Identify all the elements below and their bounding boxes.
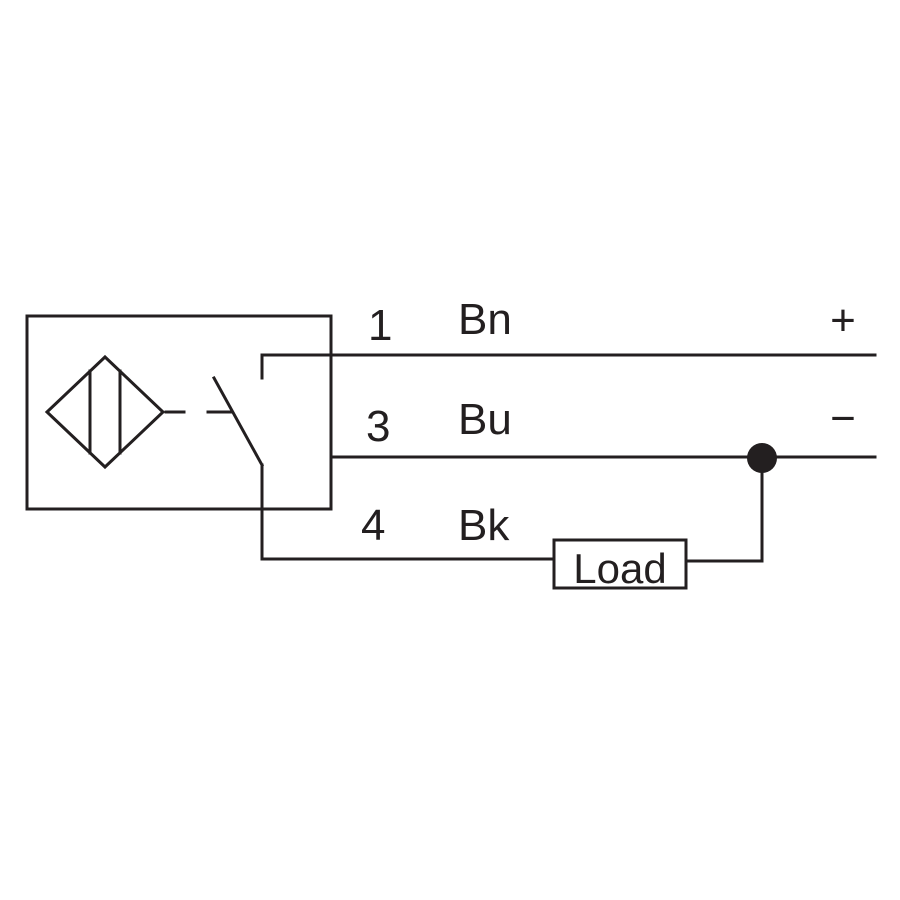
wire-1-line <box>260 353 877 380</box>
wire-1-polarity: + <box>830 296 856 345</box>
load-box <box>552 538 688 590</box>
wire-1-pin: 1 <box>368 301 392 350</box>
junction-dot-icon <box>747 443 777 473</box>
inductive-sensor-icon <box>44 354 166 470</box>
wire-3-polarity: − <box>830 394 856 443</box>
load-return-line <box>684 455 764 563</box>
wire-4-pin: 4 <box>361 501 385 550</box>
switch-contact-icon <box>211 375 265 561</box>
wire-4-color: Bk <box>458 501 510 550</box>
load-label: Load <box>573 545 666 592</box>
wire-1-color: Bn <box>458 295 512 344</box>
sensor-housing <box>25 314 333 511</box>
wire-3-pin: 3 <box>366 402 390 451</box>
wire-3-color: Bu <box>458 395 512 444</box>
